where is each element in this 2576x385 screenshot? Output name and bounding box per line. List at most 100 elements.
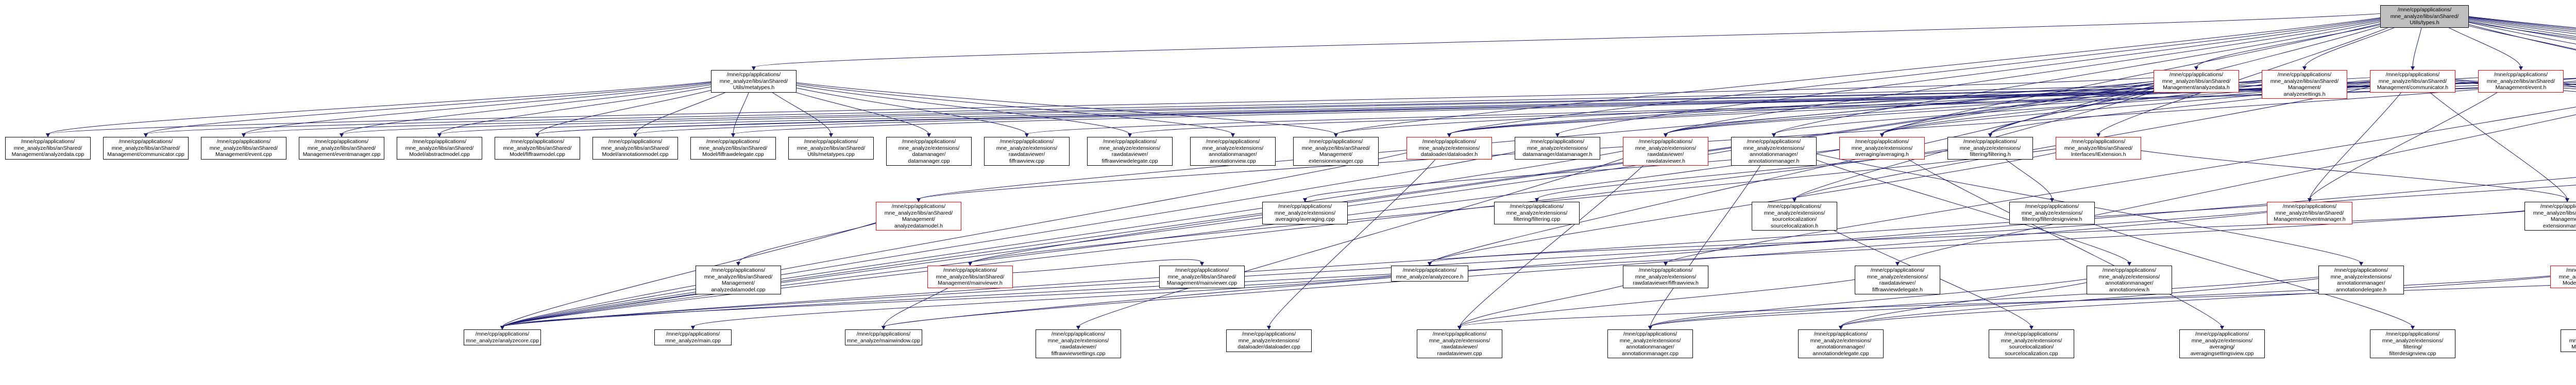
graph-node-n2[interactable]: /mne/cpp/applications/mne_analyze/libs/a… <box>2154 70 2239 93</box>
graph-node-n45[interactable]: /mne/cpp/applications/mne_analyze/libs/a… <box>2524 202 2576 231</box>
graph-node-n26[interactable]: /mne/cpp/applications/mne_analyze/extens… <box>1839 137 1925 160</box>
graph-node-label: extensionmanager.h <box>2543 222 2576 229</box>
graph-node-n28[interactable]: /mne/cpp/applications/mne_analyze/libs/a… <box>2056 137 2141 160</box>
graph-node-n40[interactable]: /mne/cpp/applications/mne_analyze/extens… <box>1262 202 1348 224</box>
graph-node-n44[interactable]: /mne/cpp/applications/mne_analyze/libs/a… <box>2267 202 2352 224</box>
graph-node-label: mne_analyze/libs/anShared/ <box>405 145 474 151</box>
graph-node-label: Management/eventmanager.cpp <box>302 151 381 157</box>
graph-node-label: mne_analyze/libs/anShared/ <box>884 209 953 216</box>
graph-node-label: mne_analyze/extensions/ <box>1429 337 1490 344</box>
graph-node-n18[interactable]: /mne/cpp/applications/mne_analyze/extens… <box>984 137 1070 166</box>
graph-node-n25[interactable]: /mne/cpp/applications/mne_analyze/extens… <box>1731 137 1817 166</box>
graph-node-n1[interactable]: /mne/cpp/applications/mne_analyze/libs/a… <box>711 70 796 93</box>
graph-node-n8[interactable]: /mne/cpp/applications/mne_analyze/libs/a… <box>5 137 91 160</box>
graph-node-n53[interactable]: /mne/cpp/applications/mne_analyze/libs/a… <box>2550 266 2576 288</box>
graph-node-label: /mne/cpp/applications/ <box>2195 331 2249 337</box>
graph-node-n9[interactable]: /mne/cpp/applications/mne_analyze/libs/a… <box>103 137 189 160</box>
graph-node-label: /mne/cpp/applications/ <box>2334 267 2388 273</box>
graph-node-label: mne_analyze/extensions/ <box>2382 337 2444 344</box>
graph-node-label: /mne/cpp/applications/ <box>1855 138 1909 145</box>
graph-node-label: mne_analyze/extensions/ <box>1619 337 1681 344</box>
graph-node-n66[interactable]: /mne/cpp/applications/mne_analyze/libs/a… <box>2561 329 2576 352</box>
graph-node-n14[interactable]: /mne/cpp/applications/mne_analyze/libs/a… <box>592 137 678 160</box>
graph-node-n19[interactable]: /mne/cpp/applications/mne_analyze/extens… <box>1087 137 1173 166</box>
graph-node-n49[interactable]: /mne/cpp/applications/mne_analyze/extens… <box>1623 266 1708 288</box>
graph-node-n46[interactable]: /mne/cpp/applications/mne_analyze/libs/a… <box>927 266 1013 288</box>
graph-node-n62[interactable]: /mne/cpp/applications/mne_analyze/extens… <box>1798 329 1884 358</box>
graph-node-n24[interactable]: /mne/cpp/applications/mne_analyze/extens… <box>1623 137 1708 166</box>
graph-node-label: mne_analyze/libs/anShared/ <box>503 145 572 151</box>
graph-node-label: /mne/cpp/applications/ <box>1103 138 1157 145</box>
graph-node-n5[interactable]: /mne/cpp/applications/mne_analyze/libs/a… <box>2478 70 2564 93</box>
graph-node-label: mne_analyze/extensions/ <box>1743 145 1805 151</box>
graph-node-label: dataloader/dataloader.h <box>1420 151 1478 157</box>
graph-node-n47[interactable]: /mne/cpp/applications/mne_analyze/libs/a… <box>1159 266 1245 288</box>
graph-node-n3[interactable]: /mne/cpp/applications/mne_analyze/libs/a… <box>2262 70 2347 99</box>
graph-node-label: Management/ <box>2287 84 2321 91</box>
graph-node-label: mne_analyze/extensions/ <box>1959 145 2021 151</box>
graph-node-n15[interactable]: /mne/cpp/applications/mne_analyze/libs/a… <box>690 137 776 160</box>
graph-node-n27[interactable]: /mne/cpp/applications/mne_analyze/extens… <box>1947 137 2033 160</box>
graph-node-label: annotationmanager/ <box>2105 280 2154 286</box>
graph-node-n10[interactable]: /mne/cpp/applications/mne_analyze/libs/a… <box>201 137 286 160</box>
graph-node-label: /mne/cpp/applications/ <box>902 138 956 145</box>
graph-node-n59[interactable]: /mne/cpp/applications/mne_analyze/extens… <box>1226 329 1312 352</box>
graph-node-label: mne_analyze/libs/anShared/ <box>111 145 180 151</box>
graph-node-n12[interactable]: /mne/cpp/applications/mne_analyze/libs/a… <box>397 137 482 160</box>
graph-node-label: /mne/cpp/applications/ <box>314 138 369 145</box>
graph-node-n16[interactable]: /mne/cpp/applications/mne_analyze/libs/a… <box>788 137 874 160</box>
graph-node-label: /mne/cpp/applications/ <box>1767 203 1822 209</box>
graph-node-label: mne_analyze/libs/anShared/ <box>209 145 278 151</box>
graph-node-n43[interactable]: /mne/cpp/applications/mne_analyze/extens… <box>2009 202 2095 224</box>
graph-node-label: mne_analyze/libs/anShared/ <box>307 145 376 151</box>
graph-node-label: /mne/cpp/applications/ <box>1870 267 1925 273</box>
graph-node-label: filtering/filtering.cpp <box>1513 216 1561 222</box>
graph-node-n39[interactable]: /mne/cpp/applications/mne_analyze/libs/a… <box>696 266 781 294</box>
graph-node-label: rawdataviewer/ <box>1008 151 1045 157</box>
graph-node-label: /mne/cpp/applications/ <box>475 331 530 337</box>
graph-node-label: Management/ <box>902 216 936 222</box>
graph-node-label: mne_analyze/extensions/ <box>2191 337 2253 344</box>
graph-node-n41[interactable]: /mne/cpp/applications/mne_analyze/extens… <box>1494 202 1580 224</box>
graph-node-label: mne_analyze/extensions/ <box>1851 145 1913 151</box>
graph-node-n60[interactable]: /mne/cpp/applications/mne_analyze/extens… <box>1417 329 1502 358</box>
graph-node-label: mne_analyze/extensions/ <box>996 145 1058 151</box>
graph-node-label: /mne/cpp/applications/ <box>1638 138 1693 145</box>
graph-node-n11[interactable]: /mne/cpp/applications/mne_analyze/libs/a… <box>299 137 384 160</box>
graph-node-n42[interactable]: /mne/cpp/applications/mne_analyze/extens… <box>1752 202 1837 231</box>
graph-node-n23[interactable]: /mne/cpp/applications/mne_analyze/extens… <box>1515 137 1600 160</box>
graph-node-label: /mne/cpp/applications/ <box>1175 267 1229 273</box>
graph-node-n63[interactable]: /mne/cpp/applications/mne_analyze/extens… <box>1989 329 2074 358</box>
graph-node-n58[interactable]: /mne/cpp/applications/mne_analyze/extens… <box>1036 329 1121 358</box>
graph-node-n4[interactable]: /mne/cpp/applications/mne_analyze/libs/a… <box>2370 70 2455 93</box>
graph-node-label: mne_analyze/main.cpp <box>665 337 721 344</box>
graph-node-n64[interactable]: /mne/cpp/applications/mne_analyze/extens… <box>2179 329 2265 358</box>
graph-node-n50[interactable]: /mne/cpp/applications/mne_analyze/extens… <box>1855 266 1940 294</box>
graph-node-label: /mne/cpp/applications/ <box>1402 267 1457 273</box>
graph-node-n0[interactable]: /mne/cpp/applications/mne_analyze/libs/a… <box>2380 5 2469 28</box>
graph-node-n52[interactable]: /mne/cpp/applications/mne_analyze/extens… <box>2318 266 2404 294</box>
graph-node-n21[interactable]: /mne/cpp/applications/mne_analyze/libs/a… <box>1293 137 1379 166</box>
graph-node-label: /mne/cpp/applications/ <box>943 267 997 273</box>
graph-node-n13[interactable]: /mne/cpp/applications/mne_analyze/libs/a… <box>495 137 580 160</box>
graph-node-label: /mne/cpp/applications/ <box>999 138 1054 145</box>
graph-node-n57[interactable]: /mne/cpp/applications/mne_analyze/mainwi… <box>845 329 922 345</box>
graph-node-n65[interactable]: /mne/cpp/applications/mne_analyze/extens… <box>2370 329 2455 358</box>
graph-node-label: mne_analyze/libs/anShared/ <box>2275 209 2344 216</box>
graph-node-n55[interactable]: /mne/cpp/applications/mne_analyze/analyz… <box>464 329 541 345</box>
graph-node-n61[interactable]: /mne/cpp/applications/mne_analyze/extens… <box>1607 329 1693 358</box>
graph-node-label: rawdataviewer/ <box>1111 151 1148 157</box>
graph-node-n51[interactable]: /mne/cpp/applications/mne_analyze/extens… <box>2087 266 2172 294</box>
graph-node-n56[interactable]: /mne/cpp/applications/mne_analyze/main.c… <box>654 329 732 345</box>
graph-node-n22[interactable]: /mne/cpp/applications/mne_analyze/extens… <box>1406 137 1492 160</box>
graph-node-n20[interactable]: /mne/cpp/applications/mne_analyze/extens… <box>1190 137 1276 166</box>
graph-node-label: mne_analyze/extensions/ <box>2001 337 2062 344</box>
graph-node-label: Management/analyzedata.cpp <box>11 151 84 157</box>
graph-node-label: /mne/cpp/applications/ <box>2540 203 2576 209</box>
graph-node-n48[interactable]: /mne/cpp/applications/mne_analyze/analyz… <box>1391 266 1468 282</box>
graph-node-label: /mne/cpp/applications/ <box>1051 331 1106 337</box>
graph-node-n17[interactable]: /mne/cpp/applications/mne_analyze/extens… <box>886 137 972 166</box>
graph-node-n38[interactable]: /mne/cpp/applications/mne_analyze/libs/a… <box>876 202 961 231</box>
graph-node-label: Model/annotationmodel.cpp <box>602 151 669 157</box>
graph-node-label: mne_analyze/libs/anShared/ <box>1167 273 1236 280</box>
